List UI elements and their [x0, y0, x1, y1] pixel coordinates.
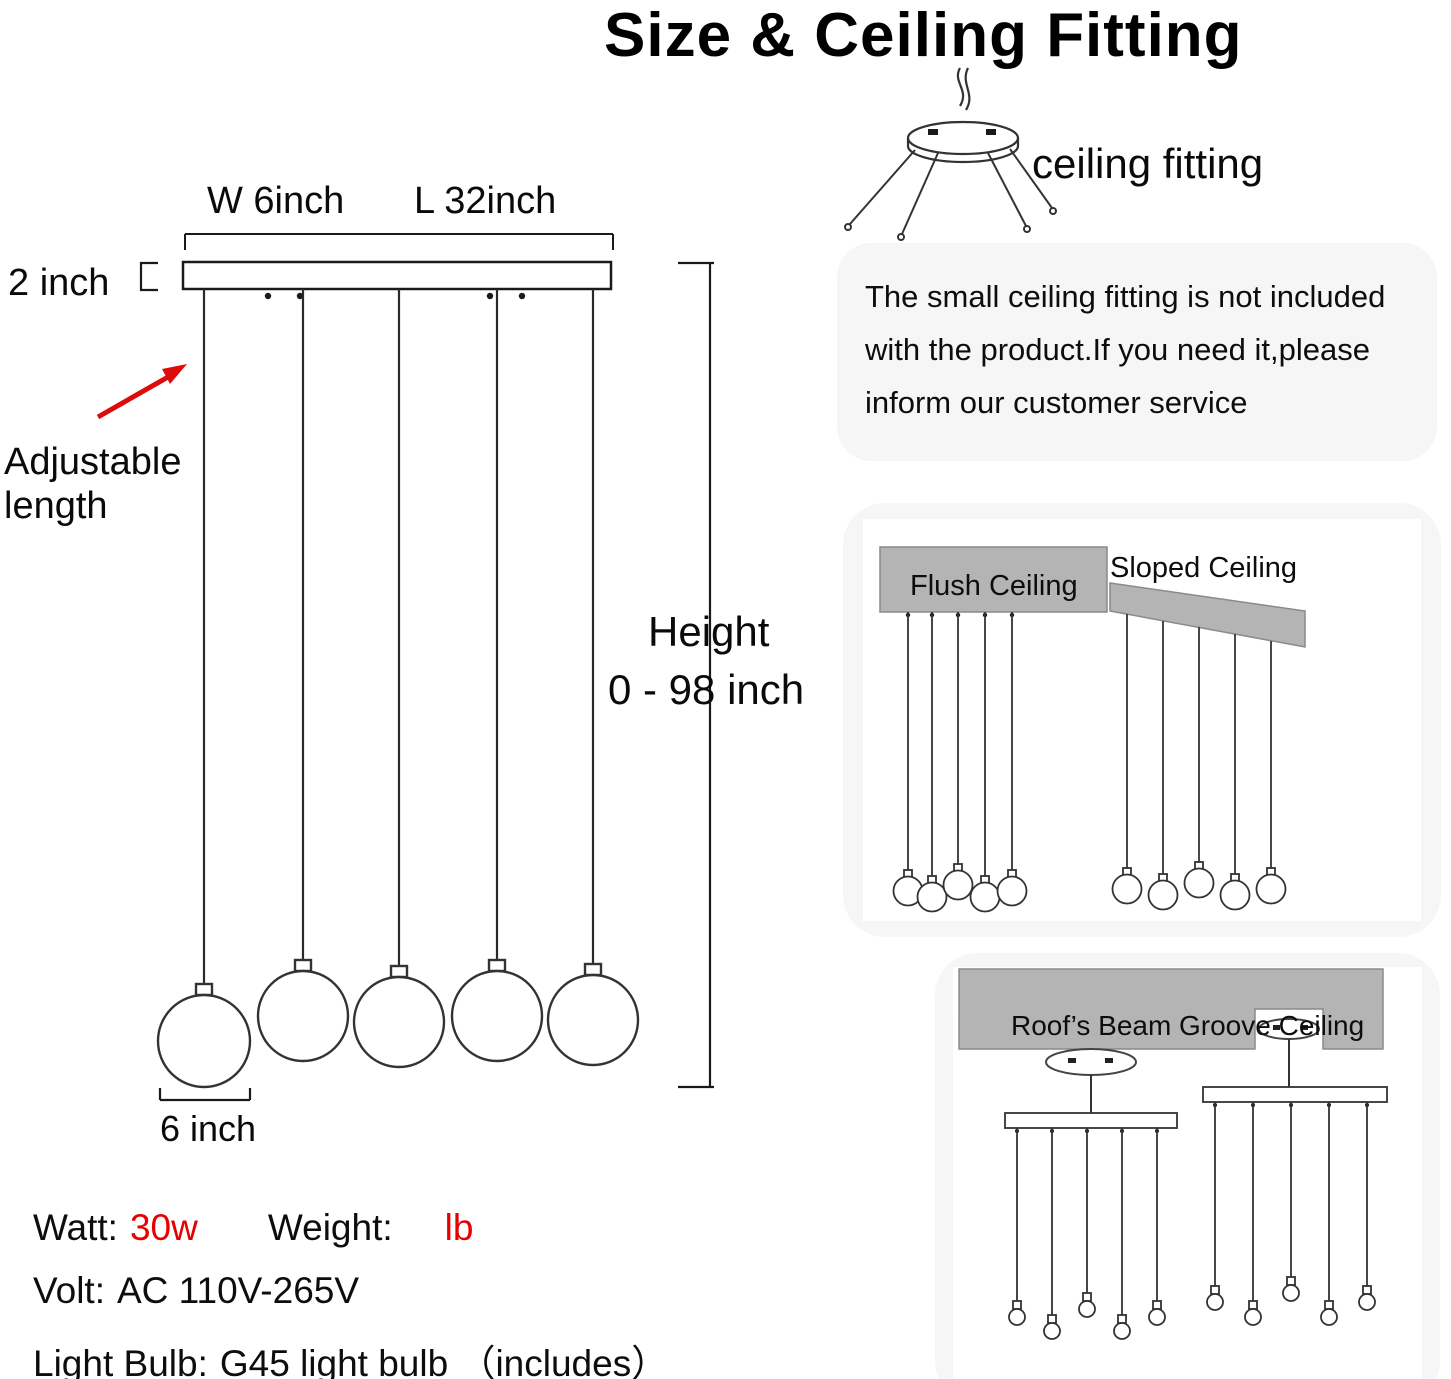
canopy-height-bracket: [139, 261, 158, 292]
globe-shades: [156, 958, 640, 1089]
sloped-ceiling-label: Sloped Ceiling: [1110, 552, 1297, 584]
width-dimension-label: W 6inch: [207, 180, 345, 222]
specs-section: Watt: 30w Weight: lb Volt: AC 110V-265V …: [33, 1207, 668, 1379]
groove-canopy: [1258, 1018, 1320, 1087]
watt-label: Watt:: [33, 1207, 118, 1248]
note-line-1: The small ceiling fitting is not include…: [865, 279, 1386, 314]
fitting-wires-top: [956, 67, 971, 111]
sloped-pendants: [1111, 614, 1287, 911]
note-line-2: with the product.If you need it,please: [865, 332, 1370, 367]
spec-line-volt: Volt: AC 110V-265V: [33, 1270, 668, 1312]
volt-label: Volt:: [33, 1270, 105, 1311]
bulb-value: G45 light bulb （includes）: [219, 1343, 669, 1379]
roofs-beam-label: Roof’s Beam: [1011, 1010, 1171, 1041]
beam-groove-diagram: Roof’s Beam Groove Ceiling: [958, 968, 1388, 1340]
height-range-label: 0 - 98 inch: [608, 666, 805, 713]
flush-sloped-panel: Flush Ceiling Sloped Ceiling: [843, 503, 1441, 937]
page-title: Size & Ceiling Fitting: [604, 1, 1243, 70]
groove-ceiling-label: Groove Ceiling: [1179, 1010, 1364, 1041]
flush-pendants: [892, 612, 1028, 913]
beam-pendants: [1004, 1112, 1178, 1340]
height-dimension-bracket: [678, 261, 714, 1089]
ceiling-fitting-sketch: [844, 67, 1057, 241]
height-label: Height: [648, 608, 770, 655]
adjustable-length-arrow: [96, 364, 187, 420]
beam-groove-panel: Roof’s Beam Groove Ceiling: [935, 953, 1440, 1379]
globe-diameter-label: 6 inch: [160, 1108, 257, 1149]
pendant-dimension-diagram: [96, 233, 714, 1102]
weight-label: Weight:: [267, 1207, 393, 1248]
top-dimension-bracket: [184, 233, 614, 250]
pendant-cords: [202, 289, 595, 984]
watt-value: 30w: [129, 1207, 198, 1248]
beam-canopy: [1045, 1048, 1137, 1113]
adjustable-length-label: Adjustable length: [4, 441, 182, 527]
volt-value: AC 110V-265V: [117, 1270, 360, 1311]
weight-value: lb: [444, 1207, 474, 1248]
note-line-3: inform our customer service: [865, 385, 1248, 420]
flush-sloped-diagram: Flush Ceiling Sloped Ceiling: [879, 546, 1306, 913]
ceiling-fitting-note-panel: The small ceiling fitting is not include…: [837, 243, 1437, 461]
beam-groove-drawing-area: Roof’s Beam Groove Ceiling: [953, 967, 1422, 1379]
globe-diameter-bracket: [158, 1088, 252, 1102]
groove-pendants: [1202, 1086, 1388, 1326]
length-dimension-label: L 32inch: [414, 180, 557, 222]
flush-sloped-drawing-area: Flush Ceiling Sloped Ceiling: [863, 519, 1421, 921]
flush-ceiling-label: Flush Ceiling: [910, 570, 1078, 602]
ceiling-fitting-label: ceiling fitting: [1032, 140, 1264, 187]
fitting-hook-wires: [844, 148, 1057, 241]
spec-line-bulb: Light Bulb: G45 light bulb （includes）: [33, 1333, 668, 1379]
canopy-bar: [181, 260, 613, 300]
spec-line-watt-weight: Watt: 30w Weight: lb: [33, 1207, 668, 1249]
bulb-label: Light Bulb:: [33, 1343, 208, 1379]
beam-groove-ceiling-shape: [958, 968, 1384, 1050]
sloped-ceiling-slab: [1109, 582, 1306, 648]
canopy-height-label: 2 inch: [8, 262, 110, 304]
fitting-canopy: [906, 120, 1020, 164]
flush-ceiling-slab: [879, 546, 1108, 613]
